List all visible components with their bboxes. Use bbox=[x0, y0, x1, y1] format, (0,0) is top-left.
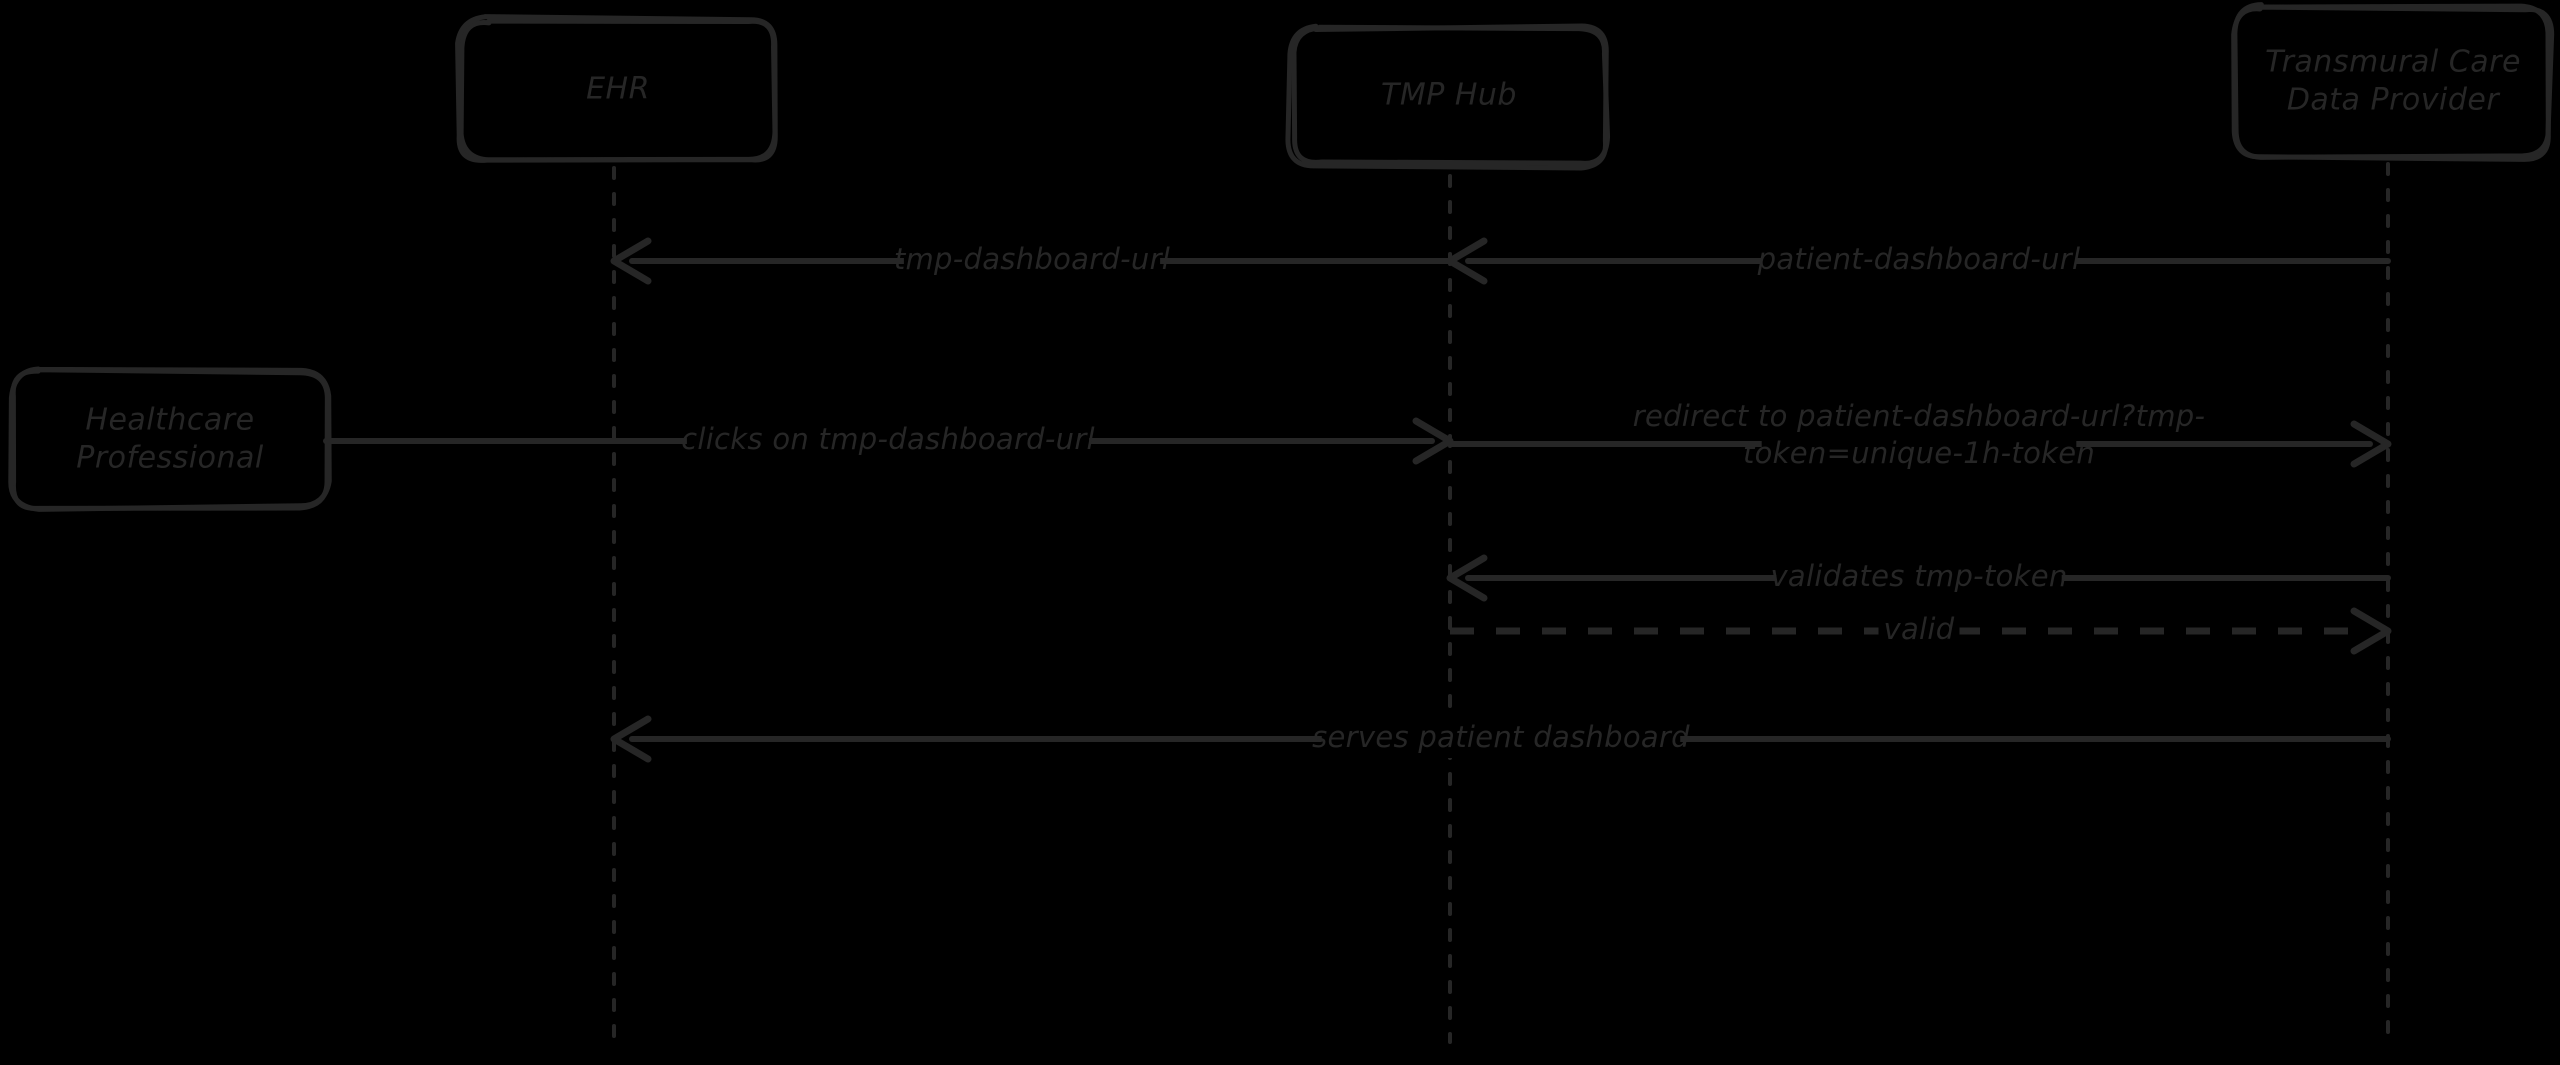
messages-layer: tmp-dashboard-url patient-dashboard-url cl… bbox=[323, 237, 2392, 763]
message-label-backdrop bbox=[1761, 436, 2077, 474]
participant-label: TMP Hub bbox=[1381, 78, 1517, 113]
actor-label: Healthcare bbox=[85, 403, 254, 438]
message-msg-patient-dashboard-url[interactable]: patient-dashboard-url bbox=[1446, 237, 2391, 285]
message-msg-clicks-on-tmp-dashboard-url[interactable]: clicks on tmp-dashboard-url bbox=[323, 417, 1454, 465]
actor-box-outline bbox=[10, 367, 330, 511]
message-msg-valid[interactable]: valid bbox=[1450, 607, 2392, 655]
actor-box-outline bbox=[8, 366, 332, 512]
message-label: token=unique-1h-token bbox=[1743, 436, 2095, 470]
participant-label: EHR bbox=[586, 72, 650, 107]
message-msg-tmp-dashboard-url[interactable]: tmp-dashboard-url bbox=[610, 237, 1453, 285]
participant-label: Transmural Care bbox=[2265, 45, 2521, 80]
message-label-backdrop bbox=[1761, 242, 2077, 280]
message-label: tmp-dashboard-url bbox=[894, 242, 1170, 276]
actor-label: Professional bbox=[76, 441, 264, 476]
message-arrowhead bbox=[2350, 420, 2392, 468]
message-label: redirect to patient-dashboard-url?tmp- bbox=[1633, 399, 2206, 433]
participant-box-outline bbox=[1285, 23, 1609, 171]
participant-ehr[interactable]: EHR bbox=[455, 14, 778, 163]
message-label-backdrop bbox=[1637, 399, 2201, 437]
message-label-backdrop bbox=[1776, 559, 2062, 597]
participant-tmp-hub[interactable]: TMP Hub bbox=[1285, 23, 1611, 171]
message-msg-redirect-to-patient-dashboard-url[interactable]: redirect to patient-dashboard-url?tmp-to… bbox=[1447, 399, 2392, 474]
message-label-backdrop bbox=[686, 422, 1090, 460]
message-arrowhead bbox=[610, 715, 652, 763]
message-arrowhead bbox=[610, 237, 652, 285]
lifelines-layer bbox=[612, 162, 2390, 1044]
participant-box-outline bbox=[2232, 2, 2551, 160]
message-label: patient-dashboard-url bbox=[1757, 242, 2081, 276]
message-arrowhead bbox=[2350, 607, 2392, 655]
message-arrowhead bbox=[1446, 237, 1488, 285]
message-label-backdrop bbox=[903, 242, 1161, 280]
message-msg-serves-patient-dashboard[interactable]: serves patient dashboard bbox=[610, 715, 2391, 763]
message-label: clicks on tmp-dashboard-url bbox=[681, 422, 1095, 456]
message-label: serves patient dashboard bbox=[1312, 720, 1690, 754]
message-label: validates tmp-token bbox=[1770, 559, 2067, 593]
message-label: valid bbox=[1884, 612, 1955, 646]
message-msg-validates-tmp-token[interactable]: validates tmp-token bbox=[1446, 554, 2391, 602]
message-label-backdrop bbox=[1878, 612, 1960, 650]
message-arrowhead bbox=[1446, 554, 1488, 602]
message-label-backdrop bbox=[1321, 720, 1681, 758]
participant-box-outline bbox=[2231, 4, 2555, 162]
participant-box-outline bbox=[455, 14, 778, 163]
participant-label: Data Provider bbox=[2287, 83, 2501, 118]
